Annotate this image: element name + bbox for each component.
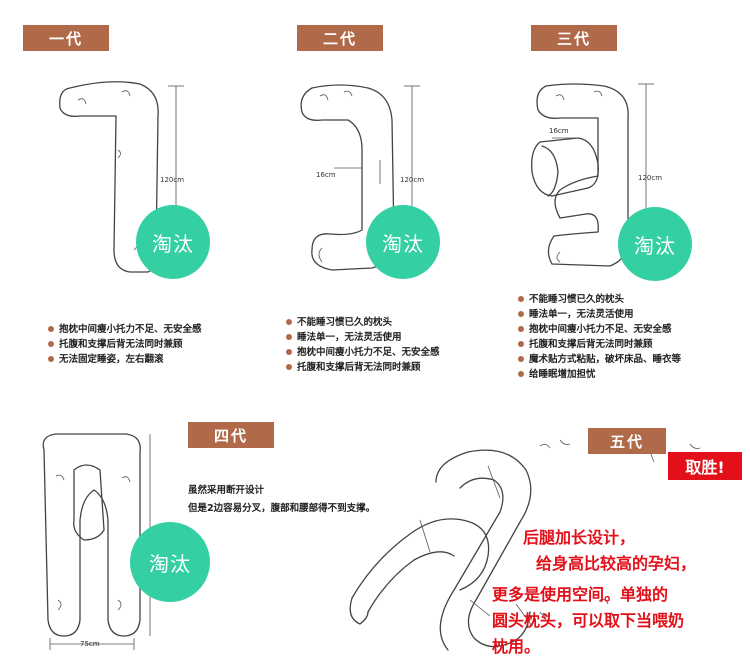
gen5-winner-badge: 取胜! — [668, 452, 742, 480]
gen5-desc-line: 给身高比较高的孕妇， — [536, 554, 697, 573]
gen3-note: 给睡眠增加担忧 — [518, 367, 681, 382]
gen3-height-label: 120cm — [638, 174, 663, 182]
gen2-tag: 二代 — [297, 25, 383, 51]
gen3-notes: 不能睡习惯已久的枕头 睡法单一，无法灵活使用 抱枕中间瘦小托力不足、无安全感 托… — [518, 292, 681, 382]
gen1-tag: 一代 — [23, 25, 109, 51]
gen5-tag: 五代 — [588, 428, 666, 454]
gen4-note-line2: 但是2边容易分叉，腹部和腰部得不到支撑。 — [188, 503, 376, 514]
gen1-note: 托腹和支撑后背无法同时兼顾 — [48, 337, 202, 352]
gen3-note: 不能睡习惯已久的枕头 — [518, 292, 681, 307]
gen2-notes: 不能睡习惯已久的枕头 睡法单一，无法灵活使用 抱枕中间瘦小托力不足、无安全感 托… — [286, 315, 440, 375]
gen1-note: 无法固定睡姿，左右翻滚 — [48, 352, 202, 367]
gen2-note: 睡法单一，无法灵活使用 — [286, 330, 440, 345]
gen2-eliminated-stamp: 淘汰 — [366, 205, 440, 279]
gen2-height-label: 120cm — [400, 176, 425, 184]
gen3-note: 睡法单一，无法灵活使用 — [518, 307, 681, 322]
gen4-tag: 四代 — [188, 422, 274, 448]
gen3-width-label: 16cm — [549, 127, 569, 135]
gen3-tag: 三代 — [531, 25, 617, 51]
gen4-width-label: 75cm — [80, 640, 100, 648]
gen2-width-label: 16cm — [316, 171, 336, 179]
gen2-note: 抱枕中间瘦小托力不足、无安全感 — [286, 345, 440, 360]
gen3-note: 魔术贴方式粘贴，破坏床品、睡衣等 — [518, 352, 681, 367]
gen3-note: 托腹和支撑后背无法同时兼顾 — [518, 337, 681, 352]
gen3-pillow-sketch — [531, 83, 654, 271]
gen5-desc-line: 后腿加长设计， — [523, 528, 636, 547]
gen1-height-label: 120cm — [160, 176, 185, 184]
gen1-notes: 抱枕中间瘦小托力不足、无安全感 托腹和支撑后背无法同时兼顾 无法固定睡姿，左右翻… — [48, 322, 202, 367]
gen1-note: 抱枕中间瘦小托力不足、无安全感 — [48, 322, 202, 337]
gen4-note-line1: 虽然采用断开设计 — [188, 485, 265, 496]
gen3-eliminated-stamp: 淘汰 — [618, 207, 692, 281]
gen5-desc-line: 枕用。 — [492, 637, 541, 656]
gen5-desc-line: 更多是使用空间。单独的 — [492, 585, 669, 604]
gen4-eliminated-stamp: 淘汰 — [130, 522, 210, 602]
gen4-pillow-sketch — [42, 433, 151, 650]
gen5-desc-line: 圆头枕头，可以取下当喂奶 — [492, 611, 685, 630]
gen3-note: 抱枕中间瘦小托力不足、无安全感 — [518, 322, 681, 337]
gen2-note: 不能睡习惯已久的枕头 — [286, 315, 440, 330]
gen1-eliminated-stamp: 淘汰 — [136, 205, 210, 279]
gen2-note: 托腹和支撑后背无法同时兼顾 — [286, 360, 440, 375]
